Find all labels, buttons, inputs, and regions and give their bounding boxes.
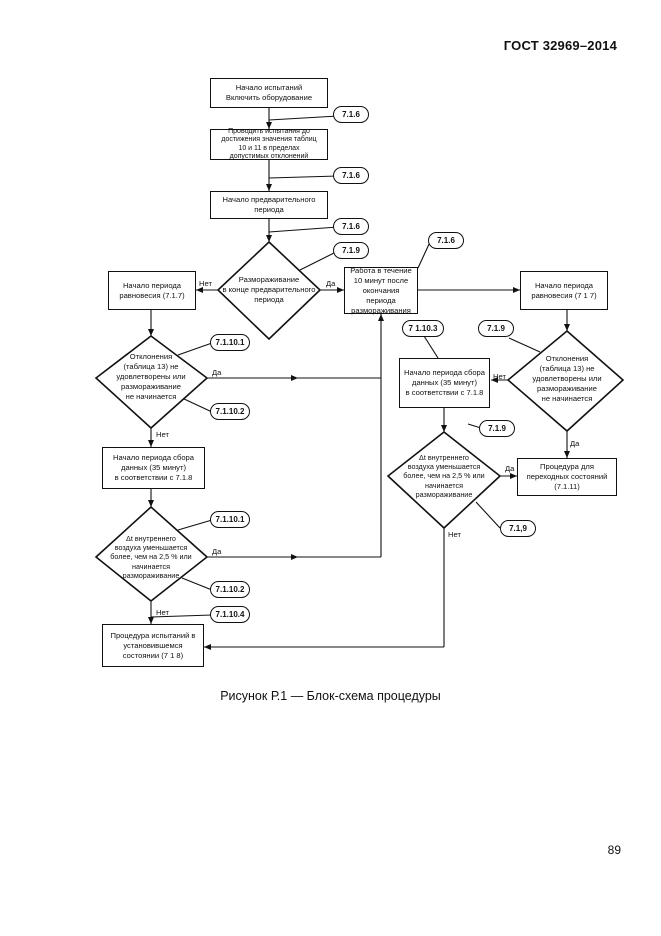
box-steady-state-procedure: Процедура испытаний в установившемся сос… xyxy=(102,624,204,667)
ref-callout: 7.1,9 xyxy=(500,520,536,537)
ref-callout: 7.1.9 xyxy=(479,420,515,437)
ref-callout: 7 1.10.3 xyxy=(402,320,444,337)
page-number: 89 xyxy=(607,843,621,857)
decision-dt-right-text: Δt внутреннего воздуха уменьшается более… xyxy=(403,452,485,499)
box-data-collection-right: Начало периода сбора данных (35 минут) в… xyxy=(399,358,490,408)
box-equilibrium-right: Начало периода равновесия (7 1 7) xyxy=(520,271,608,310)
box-conduct-tests: Проводить испытания до достижения значен… xyxy=(210,128,328,160)
box-data-collection-left: Начало периода сбора данных (35 минут) в… xyxy=(102,447,205,489)
box-equilibrium-left: Начало периода равновесия (7.1.7) xyxy=(108,271,196,310)
ref-callout: 7.1.9 xyxy=(333,242,369,259)
figure-caption: Рисунок Р.1 — Блок-схема процедуры xyxy=(220,689,441,703)
label-yes-deviation-right: Да xyxy=(570,439,580,448)
ref-callout: 7.1.6 xyxy=(428,232,464,249)
box-preliminary-period: Начало предварительного периода xyxy=(210,191,328,219)
box-work-10-min: Работа в течение 10 минут после окончани… xyxy=(344,266,418,315)
decision-dt-right-shape xyxy=(386,430,502,530)
label-yes-dt-right: Да xyxy=(505,464,515,473)
decision-deviation-right-text: Отклонения (таблица 13) не удовлетворены… xyxy=(532,354,602,403)
label-yes-dt-left: Да xyxy=(212,547,222,556)
label-no-dt-right: Нет xyxy=(448,530,461,539)
ref-callout: 7.1.6 xyxy=(333,218,369,235)
standard-header: ГОСТ 32969–2014 xyxy=(503,38,617,53)
decision-dt-left-shape xyxy=(94,505,209,603)
ref-callout: 7.1.10.1 xyxy=(210,334,250,351)
label-no-deviation-right: Нет xyxy=(493,372,506,381)
ref-callout: 7.1.10.4 xyxy=(210,606,250,623)
ref-callout: 7.1.6 xyxy=(333,106,369,123)
label-no-dt-left: Нет xyxy=(156,608,169,617)
decision-deviation-right-shape xyxy=(506,329,625,433)
decision-defrost-shape xyxy=(216,240,322,341)
label-yes-deviation-left: Да xyxy=(212,368,222,377)
ref-callout: 7.1.10.1 xyxy=(210,511,250,528)
label-yes-defrost: Да xyxy=(326,279,336,288)
box-start-test: Начало испытаний Включить оборудование xyxy=(210,78,328,108)
ref-callout: 7.1.9 xyxy=(478,320,514,337)
decision-defrost-text: Размораживание в конце предварительного … xyxy=(222,275,316,304)
decision-deviation-left-shape xyxy=(94,334,209,430)
label-no-deviation-left: Нет xyxy=(156,430,169,439)
decision-dt-left-text: Δt внутреннего воздуха уменьшается более… xyxy=(110,533,192,580)
label-no-defrost: Нет xyxy=(199,279,212,288)
ref-callout: 7.1.10.2 xyxy=(210,581,250,598)
ref-callout: 7.1.6 xyxy=(333,167,369,184)
ref-callout: 7.1.10.2 xyxy=(210,403,250,420)
decision-deviation-left-text: Отклонения (таблица 13) не удовлетворены… xyxy=(116,352,186,401)
box-transient-procedure: Процедура для переходных состояний (7.1.… xyxy=(517,458,617,496)
